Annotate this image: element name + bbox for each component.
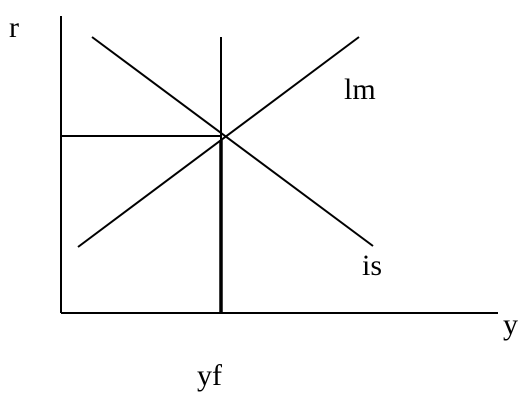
vertical-axis-label: r (9, 11, 19, 44)
lm-curve-label: lm (344, 73, 376, 106)
horizontal-axis-label: y (503, 308, 518, 341)
is-curve (91, 36, 374, 247)
is-curve-label: is (362, 249, 383, 282)
full-employment-label: yf (197, 359, 222, 392)
lm-curve (77, 36, 360, 248)
